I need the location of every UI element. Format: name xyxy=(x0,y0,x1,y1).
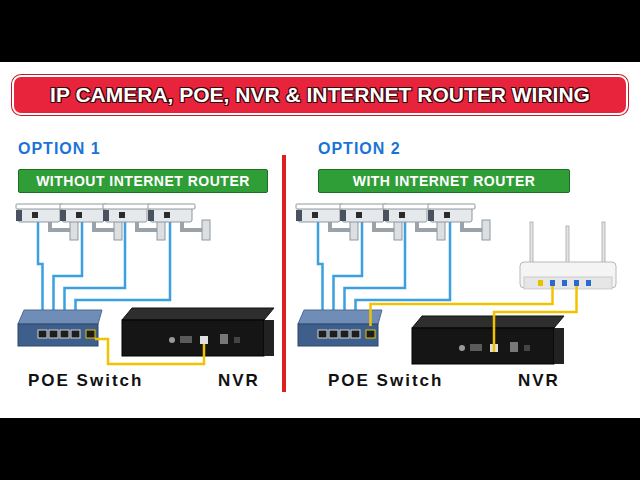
nvr-recorder xyxy=(122,308,274,356)
router-antenna xyxy=(566,226,569,266)
router-port xyxy=(538,280,543,286)
router-antenna xyxy=(530,222,533,266)
option-text: WITHOUT INTERNET ROUTER xyxy=(36,173,250,189)
bottom-bar xyxy=(0,418,640,480)
network-cables xyxy=(95,286,577,364)
option-box: WITHOUT INTERNET ROUTER xyxy=(18,169,268,193)
option-text: WITH INTERNET ROUTER xyxy=(353,173,536,189)
router-port xyxy=(574,280,579,286)
nvr-recorder xyxy=(412,316,564,364)
title-text: IP CAMERA, POE, NVR & INTERNET ROUTER WI… xyxy=(50,83,590,107)
network-cable xyxy=(494,286,577,352)
device-label: NVR xyxy=(218,371,260,391)
divider-line xyxy=(282,155,286,392)
device-label: POE Switch xyxy=(328,371,443,391)
poe-switch xyxy=(18,310,102,346)
device-label: NVR xyxy=(518,371,560,391)
router-port xyxy=(586,280,591,286)
network-cable xyxy=(371,286,553,326)
device-label: POE Switch xyxy=(28,371,143,391)
router-body xyxy=(520,262,616,288)
network-cable xyxy=(95,339,204,364)
router-port xyxy=(550,280,555,286)
option-heading: OPTION 2 xyxy=(318,140,401,158)
ip-camera xyxy=(428,204,490,240)
option-heading: OPTION 1 xyxy=(18,140,101,158)
router-front xyxy=(524,277,612,289)
internet-router xyxy=(520,222,616,289)
router-antenna xyxy=(602,222,605,266)
router-port xyxy=(562,280,567,286)
title-banner: IP CAMERA, POE, NVR & INTERNET ROUTER WI… xyxy=(12,75,628,115)
option-box: WITH INTERNET ROUTER xyxy=(318,169,570,193)
ip-camera xyxy=(148,204,210,240)
top-bar xyxy=(0,0,640,62)
